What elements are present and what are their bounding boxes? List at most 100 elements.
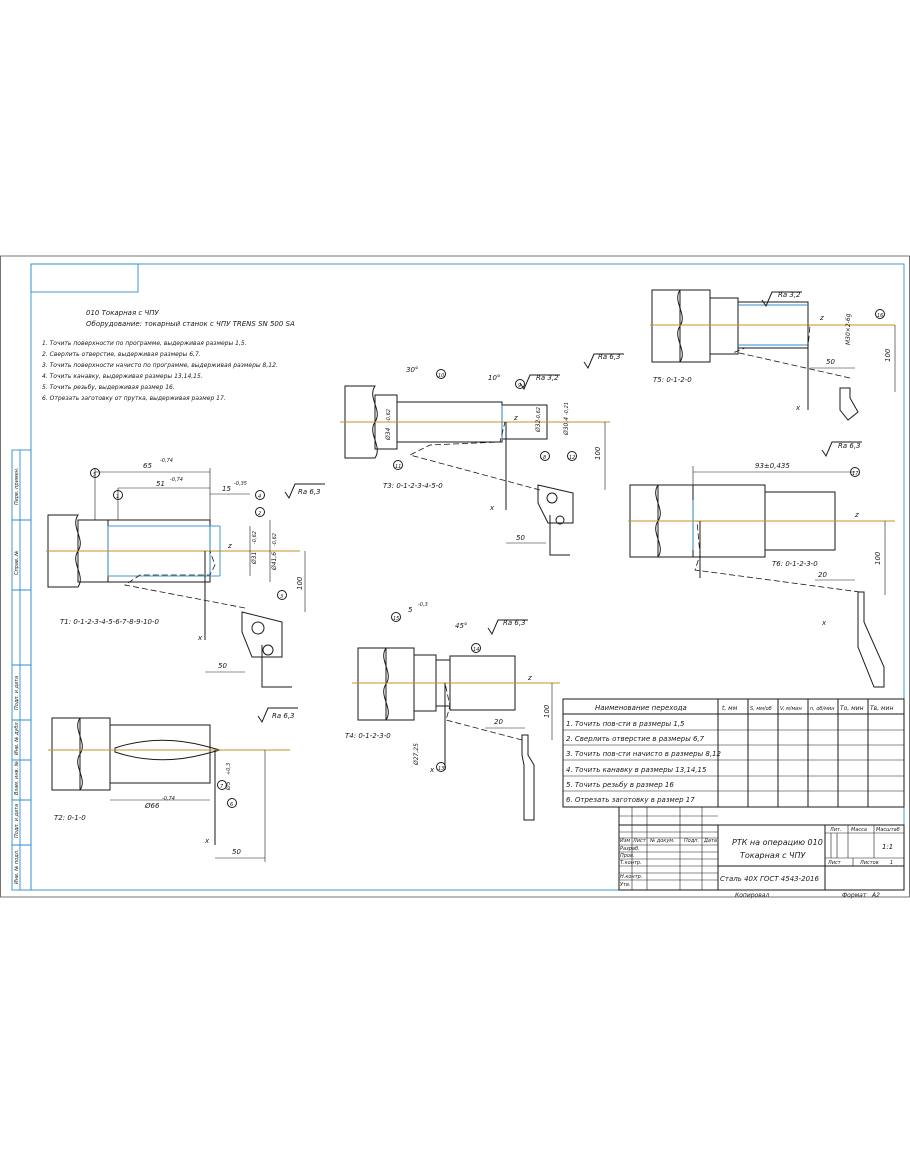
col-list: Лист xyxy=(632,838,647,844)
boring-tool xyxy=(537,484,574,524)
sketch-t6: 93±0,435 Ra 6,3 x z 20 100 Т6: 0-1-2-3-0… xyxy=(628,441,895,688)
margin-label-2: Справ. № xyxy=(14,551,20,575)
callout-6: 6 xyxy=(230,802,233,808)
equipment-line: Оборудование: токарный станок с ЧПУ TREN… xyxy=(86,320,295,328)
t5-caption: Т5: 0-1-2-0 xyxy=(653,376,692,384)
margin-label-7: Инв. № подл. xyxy=(14,850,20,885)
sketch-t5: Ra 3,2 M30×2-6g x z 50 100 Т5: 0-1-2-0 1… xyxy=(650,289,896,421)
t1-ra: Ra 6,3 xyxy=(298,488,321,496)
left-margin-stamp: Перв. примен. Справ. № Подп. и дата Инв.… xyxy=(11,449,32,891)
t2-caption: Т2: 0-1-0 xyxy=(54,814,86,822)
axis-x: x xyxy=(197,634,203,642)
t3-caption: Т3: 0-1-2-3-4-5-0 xyxy=(383,482,443,490)
sheets-value: 1 xyxy=(890,860,893,866)
t4-ang-45: 45° xyxy=(455,622,467,630)
callout-4: 4 xyxy=(258,494,261,500)
material: Сталь 40Х ГОСТ 4543-2016 xyxy=(720,875,820,883)
tool-path xyxy=(694,520,861,593)
t3-ra-63: Ra 6,3 xyxy=(598,353,621,361)
format-label: Формат xyxy=(842,892,867,899)
t3-ang-10: 10° xyxy=(488,374,500,382)
sketch-t1: 65 -0,74 51 -0,74 15 -0,35 Ø31 -0,62 Ø41… xyxy=(46,458,325,688)
axis-x: x xyxy=(821,619,827,627)
t3-dia-32-tol: -0,62 xyxy=(536,407,542,420)
t6-dim-20: 20 xyxy=(818,571,827,579)
t4-dim-5-tol: -0,3 xyxy=(418,602,428,608)
callout-10: 10 xyxy=(438,373,444,379)
drill-hole xyxy=(114,739,222,761)
dim-50: 50 xyxy=(218,662,227,670)
t2-dia-5: Ø5 xyxy=(225,781,232,791)
operation-notes: 010 Токарная с ЧПУ Оборудование: токарны… xyxy=(42,309,295,402)
callout-2: 2 xyxy=(258,511,261,517)
callout-1: 1 xyxy=(116,494,119,500)
dim-51: 51 xyxy=(156,480,165,488)
th-s: S, мм/об xyxy=(750,706,772,712)
row-razrab: Разраб. xyxy=(620,846,640,852)
dim-65-tol: -0,74 xyxy=(160,458,173,464)
axis-z: z xyxy=(527,674,532,682)
title-block: Изм Лист № докум. Подп. Дата Разраб. Про… xyxy=(618,806,905,899)
sheets-label: Листов xyxy=(859,860,879,866)
tool-path xyxy=(408,421,541,491)
step-3: 3. Точить поверхности начисто по програм… xyxy=(42,362,278,369)
t4-dim-20: 20 xyxy=(494,718,503,726)
turning-tool xyxy=(241,611,283,658)
tool-path xyxy=(733,324,851,379)
sketch-t3: Ø34 -0,62 Ø32 -0,62 Ø30,4 -0,21 30° 10° … xyxy=(340,353,624,556)
t3-ang-30: 30° xyxy=(406,366,418,374)
thread-tool xyxy=(839,387,859,421)
table-row: 4. Точить канавку в размеры 13,14,15 xyxy=(566,766,707,774)
step-4: 4. Точить канавку, выдерживая размеры 13… xyxy=(42,373,203,380)
scale-value: 1:1 xyxy=(882,843,893,851)
axis-z: z xyxy=(227,542,232,550)
t6-caption: Т6: 0-1-2-3-0 xyxy=(772,560,818,568)
sketch-t2: Ø66 -0,74 Ø5 +0,3 x 50 Т2: 0-1-0 Ra 6,3 … xyxy=(48,707,298,862)
dia-31: Ø31 xyxy=(251,552,258,565)
dim-15: 15 xyxy=(222,485,231,493)
margin-label-1: Перв. примен. xyxy=(14,467,20,505)
t1-caption: Т1: 0-1-2-3-4-5-6-7-8-9-10-0 xyxy=(60,618,160,626)
scale-label: Масштаб xyxy=(876,827,900,833)
step-2: 2. Сверлить отверстие, выдерживая размер… xyxy=(42,351,201,358)
callout-9: 9 xyxy=(518,383,521,389)
col-sign: Подп. xyxy=(684,838,699,844)
axis-x: x xyxy=(795,404,801,412)
transitions-table: Наименование перехода t, мм S, мм/об V, … xyxy=(562,698,905,808)
t2-ra: Ra 6,3 xyxy=(272,712,295,720)
workpiece xyxy=(109,724,211,784)
col-doc: № докум. xyxy=(649,838,675,844)
format-value: A2 xyxy=(871,892,880,899)
margin-label-3: Подп. и дата xyxy=(14,676,20,710)
callout-12: 12 xyxy=(569,455,575,461)
col-izm: Изм xyxy=(620,838,630,844)
dim-15-tol: -0,35 xyxy=(234,481,247,487)
doc-title-1: РТК на операцию 010 xyxy=(732,838,823,847)
step-5: 5. Точить резьбу, выдерживая размер 16. xyxy=(42,384,175,391)
callout-11: 11 xyxy=(395,464,401,470)
t5-ra: Ra 3,2 xyxy=(778,291,801,299)
margin-label-6: Подп. и дата xyxy=(14,804,20,838)
callout-15: 15 xyxy=(393,616,399,622)
step-1: 1. Точить поверхности по программе, выде… xyxy=(42,340,247,347)
table-row: 6. Отрезать заготовку в размер 17 xyxy=(566,796,695,804)
sheet-label: Лист xyxy=(827,860,842,866)
th-name: Наименование перехода xyxy=(595,704,687,712)
table-row: 3. Точить пов-сти начисто в размеры 8,12 xyxy=(566,750,721,758)
t2-dia-66-tol: -0,74 xyxy=(162,796,175,802)
row-utv: Утв. xyxy=(620,882,631,888)
t3-dim-100: 100 xyxy=(594,446,602,460)
callout-14: 14 xyxy=(473,647,479,653)
row-nkontr: Н.контр. xyxy=(620,874,642,880)
tool-path xyxy=(123,550,246,609)
axis-x: x xyxy=(204,837,210,845)
table-row: 1. Точить пов-сти в размеры 1,5 xyxy=(566,720,685,728)
table-row: 5. Точить резьбу в размер 16 xyxy=(566,781,674,789)
axis-z: z xyxy=(854,511,859,519)
sketch-t4: 5 -0,3 45° Ra 6,3 Ø27,25 x z 20 100 Т4: … xyxy=(345,602,560,821)
cutoff-tool xyxy=(857,591,885,688)
t5-thread: M30×2-6g xyxy=(845,313,852,345)
t3-ra-32: Ra 3,2 xyxy=(536,374,559,382)
dia-31-tol: -0,62 xyxy=(252,531,258,544)
